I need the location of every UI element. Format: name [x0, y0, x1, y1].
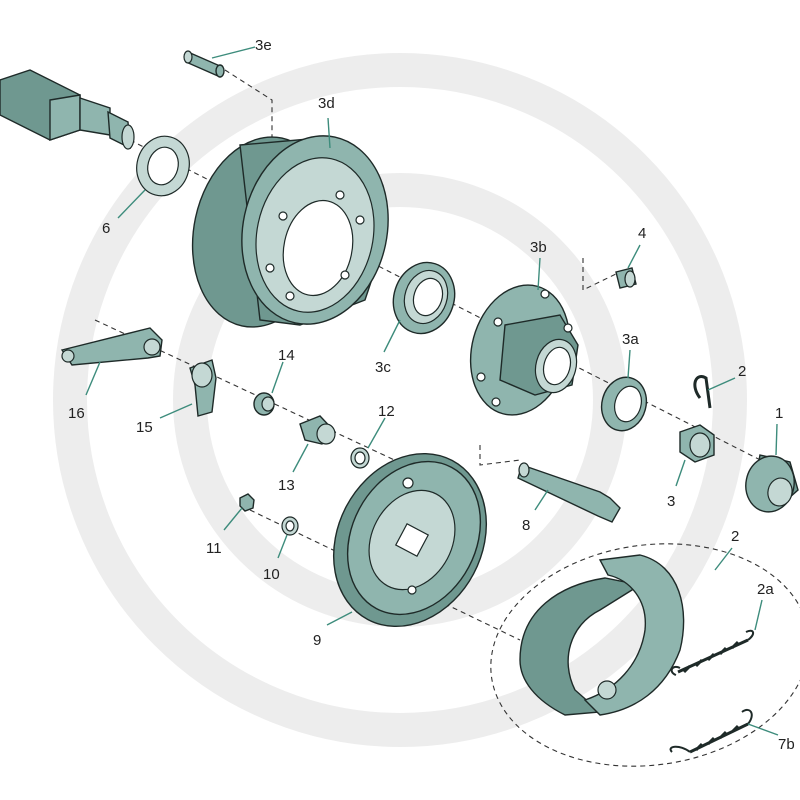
label-3b: 3b — [530, 239, 547, 256]
axle-stub — [0, 69, 135, 150]
part-labels: 3e 3d 6 3b 4 3c 3a 2 1 3 16 15 14 12 13 … — [68, 37, 795, 753]
label-7b: 7b — [778, 736, 795, 753]
part-6-washer — [136, 135, 190, 197]
part-3d-brake-drum — [191, 135, 389, 328]
part-3c-bearing — [392, 261, 456, 335]
label-12: 12 — [378, 403, 395, 420]
label-4: 4 — [638, 225, 646, 242]
label-13: 13 — [278, 477, 295, 494]
label-2-group: 2 — [731, 528, 739, 545]
part-13-bushing — [299, 415, 336, 445]
label-10: 10 — [263, 566, 280, 583]
label-6: 6 — [102, 220, 110, 237]
part-1-hub-cap — [745, 454, 799, 513]
part-7b-spring — [669, 708, 753, 754]
label-2a: 2a — [757, 581, 774, 598]
part-14-bushing — [253, 392, 275, 416]
label-16: 16 — [68, 405, 85, 422]
label-11: 11 — [206, 540, 222, 557]
part-12-ring — [350, 447, 370, 469]
label-15: 15 — [136, 419, 153, 436]
part-3-castle-nut — [679, 424, 715, 463]
part-3a-bearing — [600, 376, 648, 432]
label-3e: 3e — [255, 37, 272, 54]
part-3b-hub — [469, 284, 579, 416]
part-2-split-pin — [693, 375, 712, 409]
label-9: 9 — [313, 632, 321, 649]
label-3a: 3a — [622, 331, 639, 348]
label-3c: 3c — [375, 359, 391, 376]
part-4-sleeve — [615, 267, 637, 289]
label-3: 3 — [667, 493, 675, 510]
part-9-backing-plate — [332, 452, 488, 628]
label-2: 2 — [738, 363, 746, 380]
label-8: 8 — [522, 517, 530, 534]
label-3d: 3d — [318, 95, 335, 112]
label-1: 1 — [775, 405, 783, 422]
part-3e-bolt — [183, 50, 225, 78]
leader-lines — [85, 46, 779, 736]
label-14: 14 — [278, 347, 295, 364]
part-16-lever — [60, 327, 163, 366]
part-2-brake-shoe — [519, 554, 685, 716]
part-8-cam-shaft — [517, 462, 621, 523]
part-10-washer — [281, 516, 299, 536]
part-11-nut — [239, 493, 255, 512]
part-2a-spring — [670, 629, 754, 676]
part-15-bracket — [189, 359, 217, 417]
